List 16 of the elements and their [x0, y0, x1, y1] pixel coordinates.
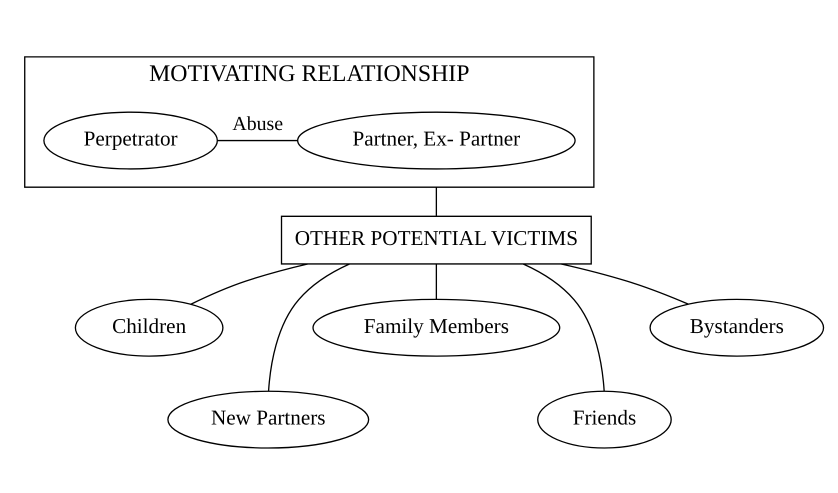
connector — [268, 262, 350, 391]
connector — [218, 139, 298, 141]
node-ellipse: Family Members — [312, 298, 560, 356]
connector — [436, 186, 438, 216]
connector — [436, 264, 438, 299]
node-ellipse: Partner, Ex- Partner — [297, 111, 576, 170]
node-ellipse: Children — [74, 298, 224, 356]
node-ellipse: New Partners — [167, 390, 370, 448]
connector — [561, 262, 689, 304]
node-box: OTHER POTENTIAL VICTIMS — [280, 215, 592, 264]
edge-label: Abuse — [232, 112, 284, 134]
connector — [190, 262, 308, 304]
node-ellipse: Friends — [537, 390, 672, 448]
node-ellipse: Bystanders — [649, 298, 824, 356]
node-ellipse: Perpetrator — [43, 111, 218, 170]
connector — [522, 262, 605, 391]
